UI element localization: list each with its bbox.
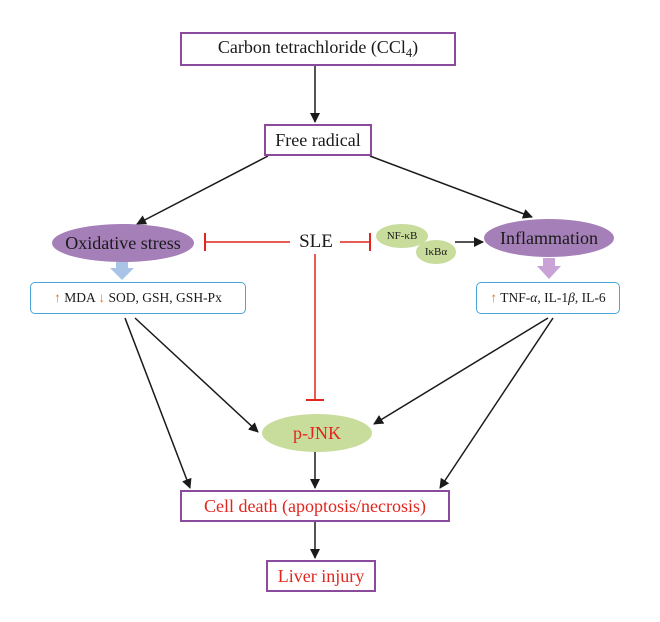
liver-injury-label: Liver injury	[277, 565, 365, 586]
oxidative-markers-box: ↑ MDA ↓ SOD, GSH, GSH-Px	[30, 282, 246, 314]
block-arrow-inflammation	[537, 258, 561, 279]
arrow-down-icon: ↓	[98, 290, 106, 305]
edge-oxidative-markers-cell-death	[124, 317, 192, 489]
ccl4-box: Carbon tetrachloride (CCl4)	[180, 32, 456, 66]
ikba-node: IκBα	[416, 240, 456, 264]
inflammation-label: Inflammation	[500, 227, 598, 248]
sle-label: SLE	[299, 231, 333, 252]
edge-inflammation-markers-pjnk	[373, 317, 549, 425]
ccl4-subscript: 4	[405, 45, 413, 60]
edge-free-radical-oxidative-stress	[136, 155, 269, 225]
oxidative-markers-text: ↑ MDA ↓ SOD, GSH, GSH-Px	[54, 290, 222, 306]
free-radical-box: Free radical	[264, 124, 372, 156]
ccl4-suffix: )	[412, 37, 419, 58]
oxidative-markers-up-text: MDA	[60, 290, 99, 305]
oxidative-stress-node: Oxidative stress	[52, 224, 194, 262]
inflammation-markers-text-c: , IL-6	[574, 290, 606, 305]
block-arrow-oxidative	[110, 262, 134, 280]
cell-death-box: Cell death (apoptosis/necrosis)	[180, 490, 450, 522]
beta-symbol: β	[568, 290, 575, 305]
inflammation-markers-text-a: TNF-	[497, 290, 531, 305]
edge-inflammation-markers-cell-death	[439, 317, 554, 489]
sle-node: SLE	[290, 230, 342, 254]
edge-free-radical-inflammation	[369, 155, 533, 219]
liver-injury-box: Liver injury	[266, 560, 376, 592]
arrow-up-icon: ↑	[490, 290, 498, 305]
oxidative-stress-label: Oxidative stress	[65, 232, 181, 253]
cell-death-label: Cell death (apoptosis/necrosis)	[204, 495, 426, 516]
inflammation-node: Inflammation	[484, 219, 614, 257]
oxidative-markers-down-text: SOD, GSH, GSH-Px	[105, 290, 222, 305]
arrow-up-icon: ↑	[54, 290, 61, 305]
inflammation-markers-text-b: , IL-1	[537, 290, 569, 305]
ikba-label: IκBα	[424, 246, 448, 258]
ccl4-text: Carbon tetrachloride (CCl	[217, 37, 406, 58]
pjnk-node: p-JNK	[262, 414, 372, 452]
pjnk-label: p-JNK	[293, 422, 341, 443]
alpha-symbol: α	[530, 290, 538, 305]
inflammation-markers-box: ↑ TNF-α, IL-1β, IL-6	[476, 282, 620, 314]
ccl4-label: Carbon tetrachloride (CCl4)	[218, 37, 418, 61]
inflammation-markers-text: ↑ TNF-α, IL-1β, IL-6	[490, 290, 605, 306]
edge-oxidative-markers-pjnk	[134, 317, 259, 433]
free-radical-label: Free radical	[275, 129, 361, 150]
nfkb-label: NF-κB	[386, 230, 418, 242]
